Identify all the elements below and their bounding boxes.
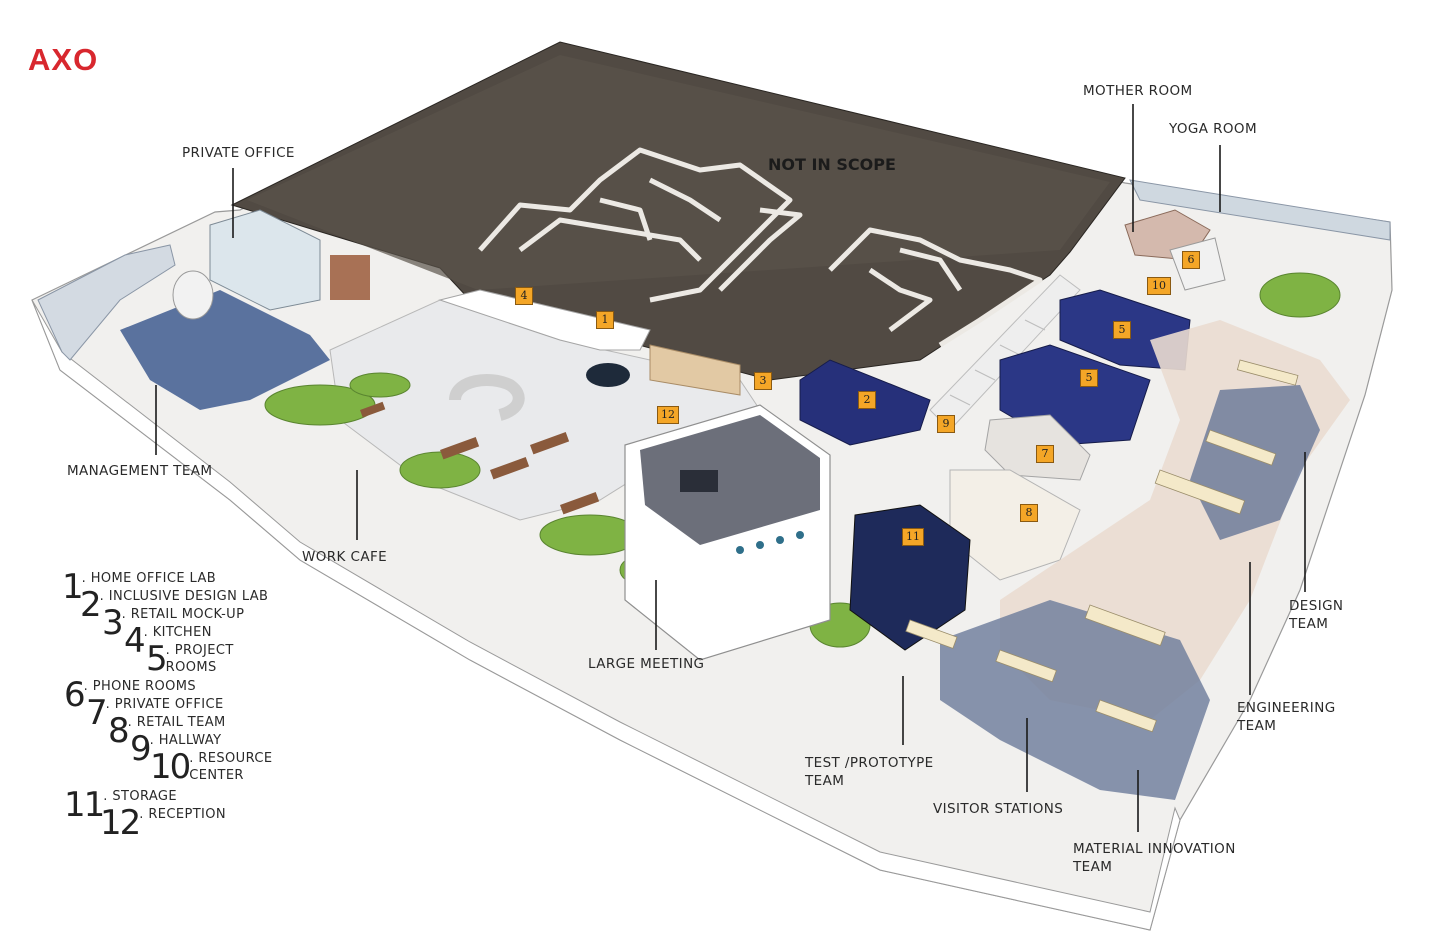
legend-item-4: 4. KITCHEN <box>124 621 212 661</box>
badge-5-lower: 5 <box>1080 369 1098 387</box>
label-private-office: PRIVATE OFFICE <box>182 145 295 161</box>
label-test-team-line2: TEAM <box>805 773 845 789</box>
badge-7: 7 <box>1036 445 1054 463</box>
management-carpet <box>120 290 330 410</box>
badge-8: 8 <box>1020 504 1038 522</box>
not-in-scope-top <box>247 55 1110 290</box>
label-visitor-stations: VISITOR STATIONS <box>933 801 1064 817</box>
label-design-team-line2: TEAM <box>1289 616 1329 632</box>
not-in-scope-walls <box>478 147 1043 348</box>
building-outer-wall <box>31 299 1181 931</box>
large-meeting-interior <box>640 415 820 545</box>
cafe-tables <box>359 401 600 515</box>
room-legend: 1. HOME OFFICE LAB 2. INCLUSIVE DESIGN L… <box>62 570 362 850</box>
label-yoga-room: YOGA ROOM <box>1169 121 1258 137</box>
label-large-meeting: LARGE MEETING <box>588 656 705 672</box>
legend-item-6: 6. PHONE ROOMS <box>64 675 196 715</box>
curved-bench <box>449 374 525 421</box>
badge-9: 9 <box>937 415 955 433</box>
legend-item-9: 9. HALLWAY <box>130 729 222 769</box>
label-material-team-line1: MATERIAL INNOVATION <box>1073 841 1236 857</box>
home-office-rug <box>586 363 630 387</box>
storage-room <box>849 504 971 651</box>
right-window-wall <box>1129 179 1391 241</box>
meeting-chairs <box>736 531 804 554</box>
legend-item-1: 1. HOME OFFICE LAB <box>62 567 217 607</box>
private-office-box <box>209 209 321 311</box>
badge-6: 6 <box>1182 251 1200 269</box>
badge-1: 1 <box>596 311 614 329</box>
visitor-carpet <box>940 600 1210 800</box>
label-material-team-line2: TEAM <box>1073 859 1113 875</box>
label-engineering-team-line1: ENGINEERING <box>1237 700 1336 716</box>
badge-5-upper: 5 <box>1113 321 1131 339</box>
legend-item-8: 8. RETAIL TEAM <box>108 711 226 751</box>
badge-4: 4 <box>515 287 533 305</box>
label-work-cafe: WORK CAFE <box>302 549 388 565</box>
label-mother-room: MOTHER ROOM <box>1083 83 1193 99</box>
pod <box>172 270 214 320</box>
legend-item-3: 3. RETAIL MOCK-UP <box>102 603 245 643</box>
meeting-screen <box>680 470 718 492</box>
page-title: AXO <box>28 42 99 77</box>
kitchen-area <box>438 289 651 351</box>
label-design-team-line1: DESIGN <box>1289 598 1344 614</box>
badge-11: 11 <box>902 528 924 546</box>
label-management-team: MANAGEMENT TEAM <box>67 463 213 479</box>
legend-item-2: 2. INCLUSIVE DESIGN LAB <box>80 585 269 625</box>
badge-3: 3 <box>754 372 772 390</box>
home-office-lab <box>649 344 741 396</box>
legend-item-11: 11. STORAGE <box>64 785 178 825</box>
management-windows <box>37 244 176 361</box>
legend-item-7: 7. PRIVATE OFFICE <box>86 693 224 733</box>
label-test-team-line1: TEST /PROTOTYPE <box>805 755 934 771</box>
workstations <box>905 359 1299 733</box>
badge-10: 10 <box>1147 277 1171 295</box>
badge-2: 2 <box>858 391 876 409</box>
legend-item-12: 12. RECEPTION <box>100 803 227 843</box>
wood-panel <box>330 255 370 300</box>
not-in-scope-label: NOT IN SCOPE <box>768 155 896 174</box>
badge-12: 12 <box>657 406 679 424</box>
label-engineering-team-line2: TEAM <box>1237 718 1277 734</box>
